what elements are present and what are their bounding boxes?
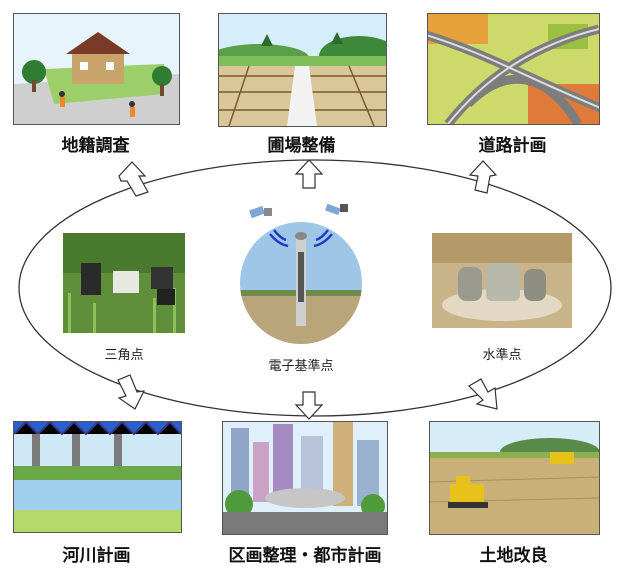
cadastral-survey-illustration: [13, 13, 180, 125]
satellite-signal-graphic: [249, 203, 348, 248]
triangulation-point-photo: [63, 233, 185, 333]
arrow-to-river: [117, 374, 146, 410]
satellite-icon: [249, 205, 272, 219]
cycle-ellipse: [18, 159, 612, 417]
caption-farmland-development: 圃場整備: [267, 136, 336, 156]
caption-land-improvement: 土地改良: [479, 546, 548, 566]
arrow-to-urban: [294, 391, 324, 420]
label-triangulation-point: 三角点: [104, 348, 144, 363]
caption-road-planning: 道路計画: [478, 136, 547, 156]
road-planning-illustration: [427, 13, 600, 125]
arrow-to-landimprove: [468, 378, 498, 410]
caption-cadastral-survey: 地籍調査: [61, 136, 130, 156]
satellite-icon: [325, 203, 348, 216]
benchmark-photo: [432, 233, 572, 328]
river-planning-illustration: [13, 421, 182, 533]
land-improvement-illustration: [429, 421, 600, 535]
arrow-to-farmland: [294, 159, 324, 189]
farmland-development-illustration: [218, 13, 387, 127]
urban-planning-illustration: [222, 421, 388, 535]
signal-waves-icon: [269, 229, 333, 248]
caption-urban-planning: 区画整理・都市計画: [228, 546, 382, 566]
arrow-to-road: [468, 160, 498, 194]
label-gnss-reference-station: 電子基準点: [268, 359, 334, 374]
label-benchmark: 水準点: [482, 348, 522, 363]
arrow-to-cadastral: [118, 161, 149, 197]
gnss-reference-station-photo: [240, 222, 362, 344]
caption-river-planning: 河川計画: [62, 546, 131, 566]
